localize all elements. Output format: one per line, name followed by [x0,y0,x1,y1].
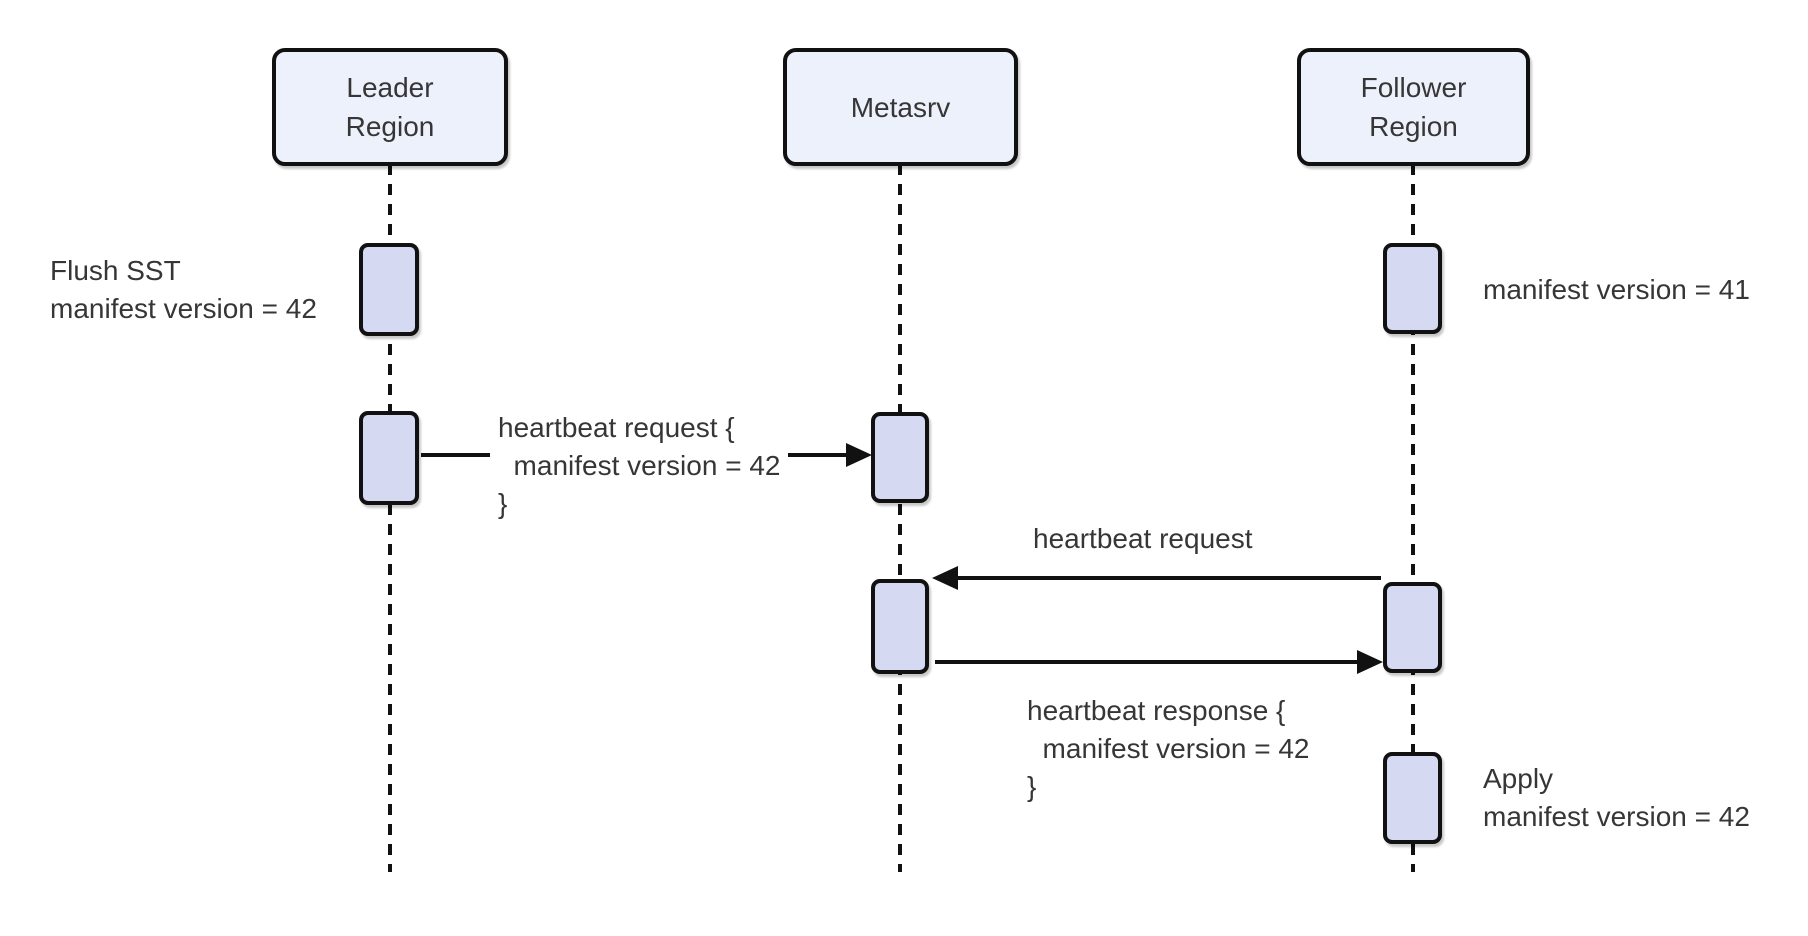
activation-follower-heartbeat [1383,582,1442,673]
annotation-apply-manifest-42: Apply manifest version = 42 [1483,763,1750,832]
participant-metasrv: Metasrv [783,48,1018,166]
lifeline-leader-region [388,164,392,872]
annotation-flush-sst: Flush SST manifest version = 42 [50,255,317,324]
activation-follower-apply [1383,752,1442,844]
participant-metasrv-label: Metasrv [850,91,951,123]
message-label-heartbeat-response: heartbeat response { manifest version = … [1027,695,1310,802]
lifeline-metasrv [898,164,902,872]
message-label-heartbeat-request-follower: heartbeat request [1033,523,1253,554]
activation-leader-heartbeat [359,411,419,505]
participant-follower-region: Follower Region [1297,48,1530,166]
annotation-manifest-41: manifest version = 41 [1483,274,1750,305]
arrowhead-heartbeat-request-follower [932,566,958,590]
message-label-heartbeat-request-leader: heartbeat request { manifest version = 4… [490,404,789,528]
participant-follower-region-label: Follower Region [1360,72,1467,142]
arrowhead-heartbeat-response [1357,650,1383,674]
participant-leader-region-label: Leader Region [345,72,435,142]
activation-metasrv-receive [871,412,929,503]
activation-metasrv-respond [871,579,929,674]
lifeline-follower-region [1411,164,1415,872]
activation-follower-initial [1383,243,1442,334]
arrowhead-heartbeat-request-leader [846,443,872,467]
participant-leader-region: Leader Region [272,48,508,166]
activation-leader-flush [359,243,419,336]
